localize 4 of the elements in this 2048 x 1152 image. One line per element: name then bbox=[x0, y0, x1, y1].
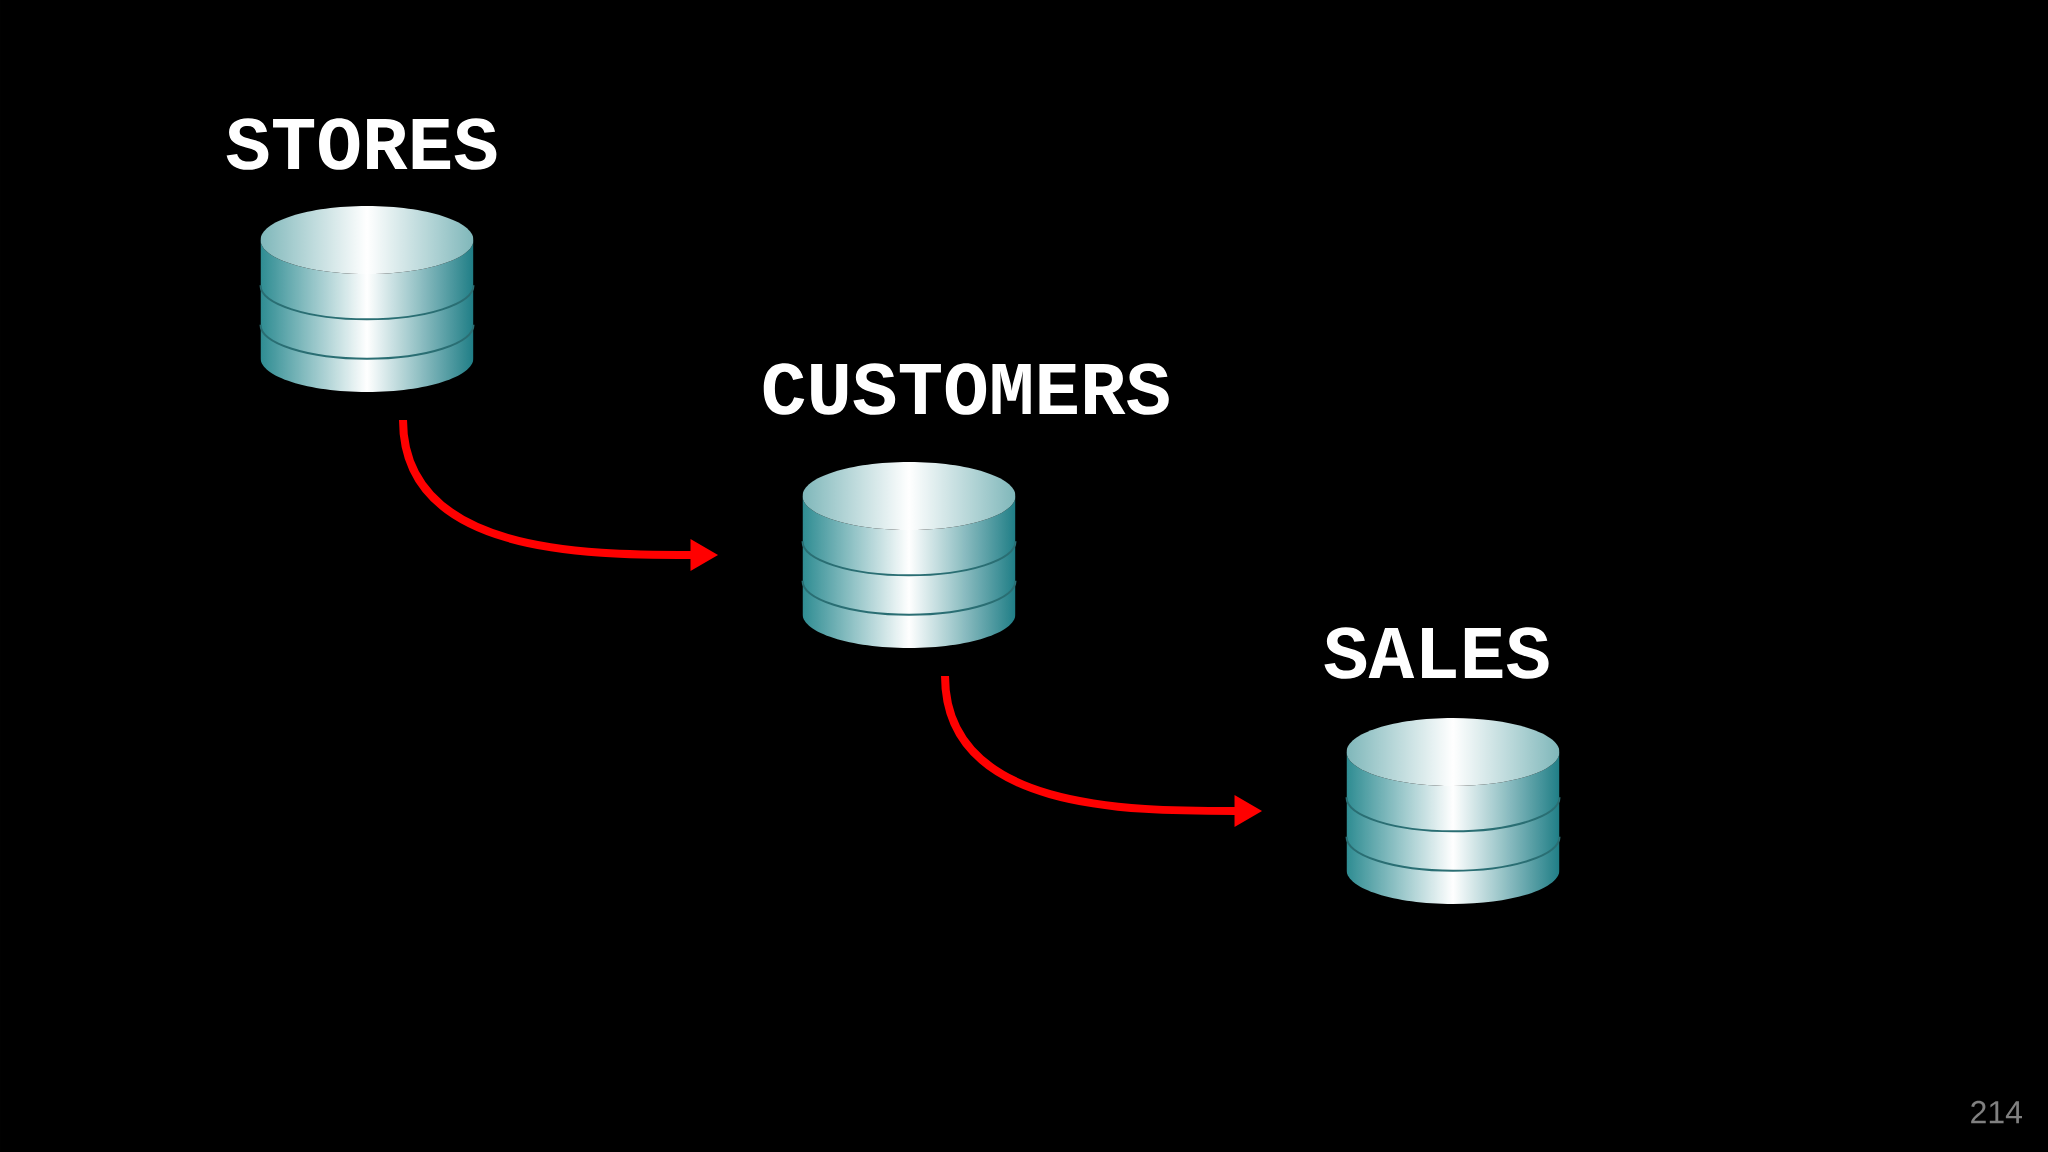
heading: CUSTOMERS bbox=[763, 363, 1169, 415]
page-number: 214 bbox=[1971, 1100, 2022, 1124]
heading: STORES bbox=[226, 118, 497, 170]
heading: SALES bbox=[1324, 627, 1549, 679]
